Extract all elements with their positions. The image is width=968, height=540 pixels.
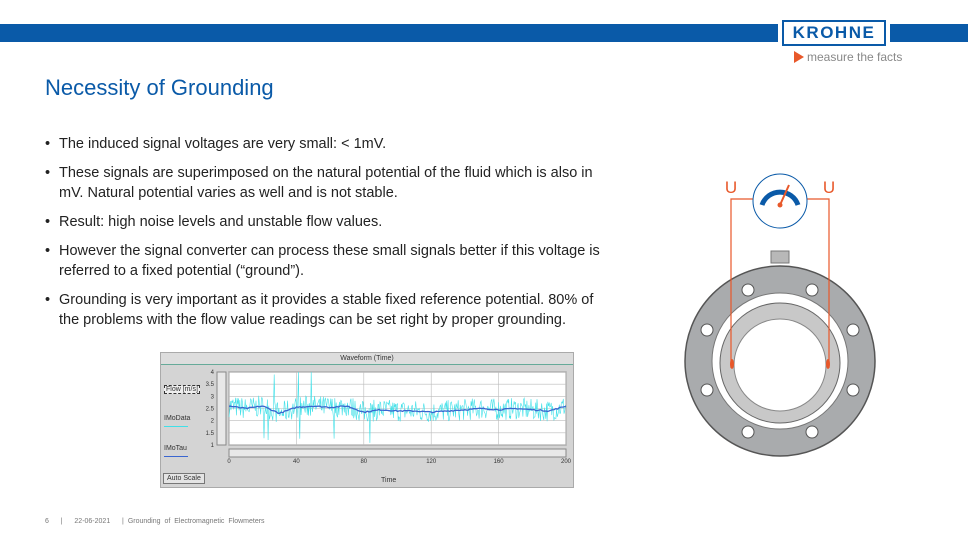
y-tick-label: 1.5	[206, 431, 215, 437]
slide-title: Necessity of Grounding	[45, 75, 274, 100]
bullet: These signals are superimposed on the na…	[45, 163, 615, 203]
voltage-label-left: U	[725, 178, 737, 197]
flange	[684, 250, 876, 457]
x-tick-label: 0	[227, 459, 231, 465]
y-scrollbar[interactable]	[216, 371, 227, 446]
electrode-left	[730, 359, 734, 369]
chart-title: Waveform (Time)	[161, 353, 573, 365]
bullet: The induced signal voltages are very sma…	[45, 134, 615, 154]
bullet: Result: high noise levels and unstable f…	[45, 212, 615, 232]
auto-scale-button[interactable]: Auto Scale	[163, 473, 205, 484]
voltage-label-right: U	[823, 178, 835, 197]
wires	[730, 198, 830, 368]
footer: 6 | 22-06-2021 | Grounding of Electromag…	[45, 518, 265, 525]
y-tick-label: 2	[211, 419, 215, 425]
waveform-panel: Waveform (Time) Flow [m/s] IMoData IMoTa…	[160, 352, 574, 488]
x-tick-label: 120	[426, 459, 437, 465]
page-number: 6	[45, 518, 49, 525]
legend-imodata-swatch	[164, 426, 188, 427]
x-scrollbar[interactable]	[228, 448, 567, 458]
y-tick-label: 1	[211, 443, 215, 449]
footer-title: Grounding of Electromagnetic Flowmeters	[127, 518, 265, 525]
x-axis-label: Time	[381, 477, 397, 484]
voltmeter-icon	[752, 173, 808, 229]
y-tick-label: 3	[211, 394, 215, 400]
x-tick-label: 160	[494, 459, 505, 465]
arrow-icon	[794, 51, 804, 63]
header-bar	[0, 24, 968, 42]
x-tick-label: 40	[293, 459, 300, 465]
x-tick-label: 200	[561, 459, 572, 465]
y-tick-label: 3.5	[206, 382, 215, 388]
y-axis-label[interactable]: Flow [m/s]	[164, 385, 200, 394]
legend-imotau-swatch	[164, 456, 188, 457]
krohne-logo: KROHNE	[778, 16, 890, 50]
bullet: Grounding is very important as it provid…	[45, 290, 615, 330]
tagline: measure the facts	[794, 50, 902, 64]
y-tick-label: 4	[211, 370, 215, 376]
x-tick-label: 80	[360, 459, 367, 465]
bullet: However the signal converter can process…	[45, 241, 615, 281]
legend-imodata: IMoData	[164, 415, 191, 422]
legend-imotau: IMoTau	[164, 445, 187, 452]
series-imodata-line	[228, 371, 566, 443]
bullet-list: The induced signal voltages are very sma…	[45, 134, 615, 339]
footer-date: 22-06-2021	[74, 518, 111, 525]
y-tick-label: 2.5	[206, 407, 215, 413]
tagline-text: measure the facts	[807, 50, 903, 64]
electrode-right	[826, 359, 830, 369]
waveform-chart: 0 40 80 120 160 200 4 3.5 3 2.5 2 1.5 1	[206, 370, 572, 465]
series-imotau-line	[229, 405, 567, 414]
